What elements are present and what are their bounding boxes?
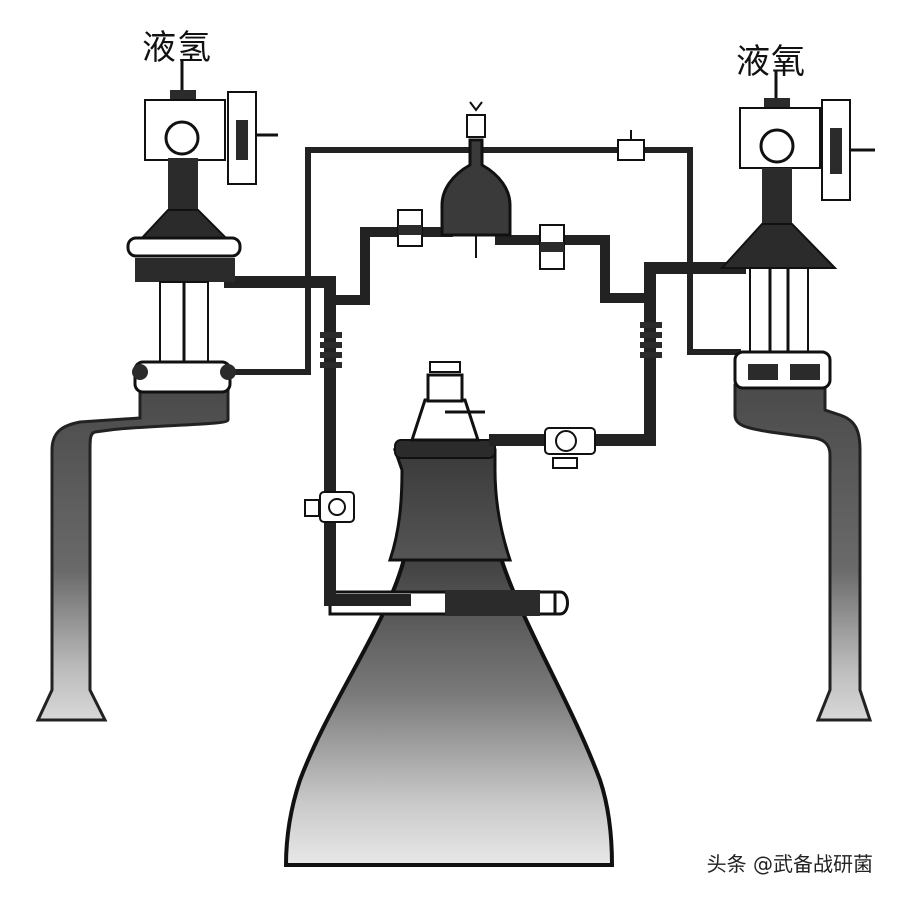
- valve-hydrogen-line: [304, 491, 355, 523]
- valve-upper-left: [397, 209, 423, 247]
- left-exhaust-leg: [35, 388, 230, 722]
- watermark: 头条 @武备战研菌: [706, 852, 873, 876]
- right-turbopump: [719, 70, 875, 390]
- liquid-hydrogen-label: 液氢: [142, 28, 212, 68]
- valve-upper-right: [539, 224, 565, 270]
- combustion-chamber: [387, 361, 513, 562]
- valve-top-right: [617, 130, 645, 161]
- right-exhaust-leg: [733, 383, 873, 722]
- gas-generator: [440, 101, 512, 258]
- left-turbopump: [126, 60, 278, 394]
- left-bellows: [320, 332, 342, 368]
- main-nozzle: [283, 553, 615, 867]
- right-bellows: [640, 322, 662, 358]
- valve-oxygen-line: [544, 427, 596, 469]
- liquid-oxygen-label: 液氧: [736, 42, 806, 82]
